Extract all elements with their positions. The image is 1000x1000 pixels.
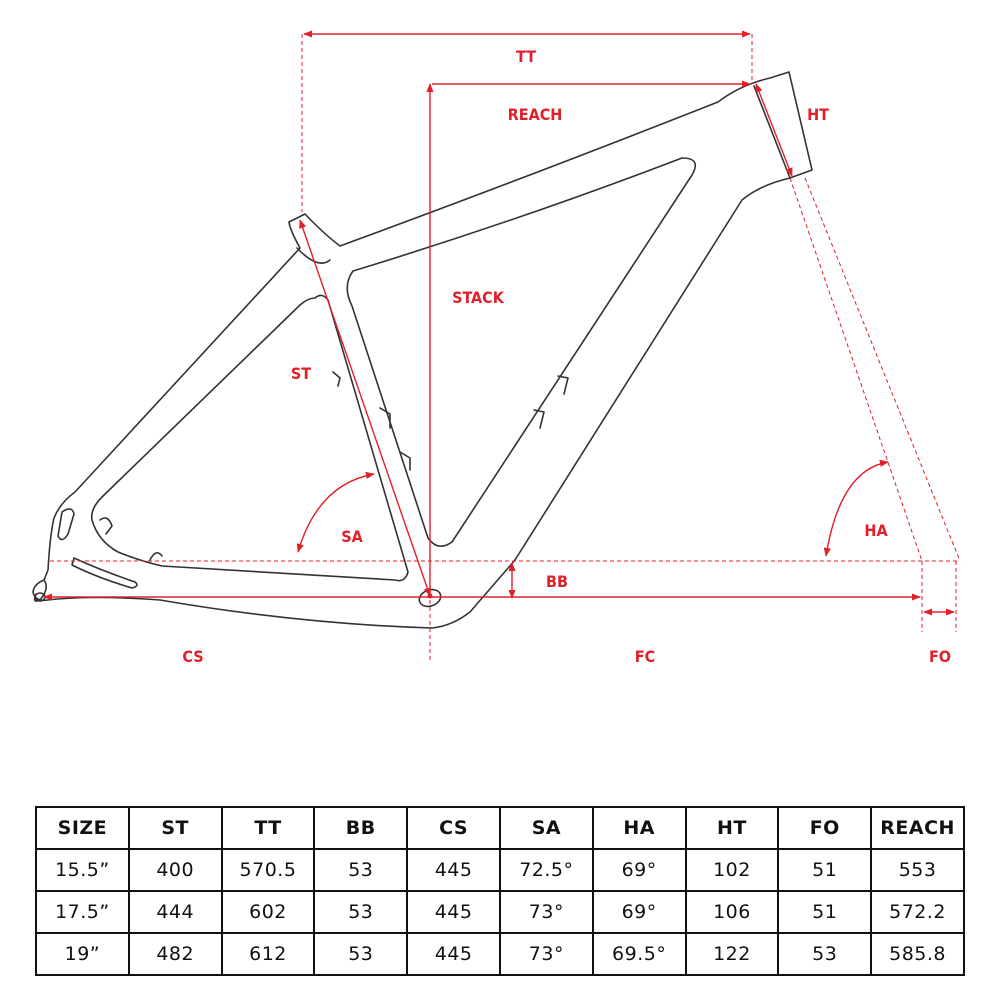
table-cell: 612 [220,932,316,976]
head-tube-inner [753,85,791,179]
fo-label: FO [929,647,951,666]
table-cell: 570.5 [220,848,316,892]
header-ht: HT [684,806,780,850]
table-cell: 19” [35,932,130,976]
table-row: 17.5” 444 602 53 445 73° 69° 106 51 572.… [35,890,965,934]
chainstay-bridge [71,557,138,589]
table-cell: 102 [684,848,780,892]
header-fo: FO [777,806,873,850]
dropout-slot [57,508,75,541]
table-cell: 445 [406,932,501,976]
ha-label: HA [864,521,888,540]
reference-lines [50,34,961,660]
steering-axis-line [789,177,923,562]
ha-angle-arc [823,459,889,557]
bb-label: BB [546,572,568,591]
table-cell: 585.8 [870,932,965,976]
table-cell: 53 [313,890,409,934]
down-tube-boss-2 [533,409,545,429]
header-bb: BB [313,806,409,850]
header-size: SIZE [35,806,130,850]
table-cell: 444 [127,890,223,934]
down-tube-boss-1 [557,375,569,395]
frame-outline [32,71,813,629]
steering-axis-line-offset [804,177,961,562]
table-cell: 72.5° [498,848,594,892]
header-reach: REACH [870,806,965,850]
reach-label: REACH [508,105,563,124]
table-cell: 572.2 [870,890,965,934]
dimension-lines [43,30,955,616]
table-cell: 53 [313,932,409,976]
table-cell: 602 [220,890,316,934]
table-cell: 73° [498,890,594,934]
dimension-labels: TT REACH HT STACK ST SA HA BB CS FC FO [182,47,951,666]
table-cell: 15.5” [35,848,130,892]
ht-label: HT [807,105,829,124]
stack-label: STACK [452,288,505,307]
header-tt: TT [220,806,316,850]
bb-center-marker [427,593,433,599]
table-cell: 106 [684,890,780,934]
tt-label: TT [516,47,536,66]
sa-label: SA [341,527,363,546]
header-cs: CS [406,806,501,850]
geometry-table: SIZE ST TT BB CS SA HA HT FO REACH 15.5”… [35,806,965,976]
table-cell: 122 [684,932,780,976]
table-cell: 69.5° [591,932,687,976]
table-cell: 51 [777,890,873,934]
table-cell: 445 [406,848,501,892]
brake-mount-lower [149,552,163,561]
st-dimension-line [299,219,431,597]
table-cell: 53 [313,848,409,892]
table-cell: 482 [127,932,223,976]
table-cell: 553 [870,848,965,892]
table-cell: 17.5” [35,890,130,934]
table-cell: 53 [777,932,873,976]
table-row: 19” 482 612 53 445 73° 69.5° 122 53 585.… [35,932,965,976]
ht-dimension-line [755,83,793,177]
table-cell: 445 [406,890,501,934]
table-cell: 51 [777,848,873,892]
seat-tube-boss-1 [332,371,341,387]
table-cell: 69° [591,890,687,934]
header-ha: HA [591,806,687,850]
main-triangle-opening [346,157,697,547]
header-sa: SA [498,806,594,850]
table-cell: 73° [498,932,594,976]
fc-label: FC [635,647,655,666]
table-row: 15.5” 400 570.5 53 445 72.5° 69° 102 51 … [35,848,965,892]
frame-outer-contour [32,71,813,629]
table-cell: 69° [591,848,687,892]
frame-geometry-diagram: TT REACH HT STACK ST SA HA BB CS FC FO [32,30,961,666]
st-label: ST [291,364,311,383]
sa-angle-arc [296,471,375,553]
header-st: ST [127,806,223,850]
table-header-row: SIZE ST TT BB CS SA HA HT FO REACH [35,806,965,850]
cs-label: CS [182,647,203,666]
table-cell: 400 [127,848,223,892]
brake-mount [99,517,113,535]
